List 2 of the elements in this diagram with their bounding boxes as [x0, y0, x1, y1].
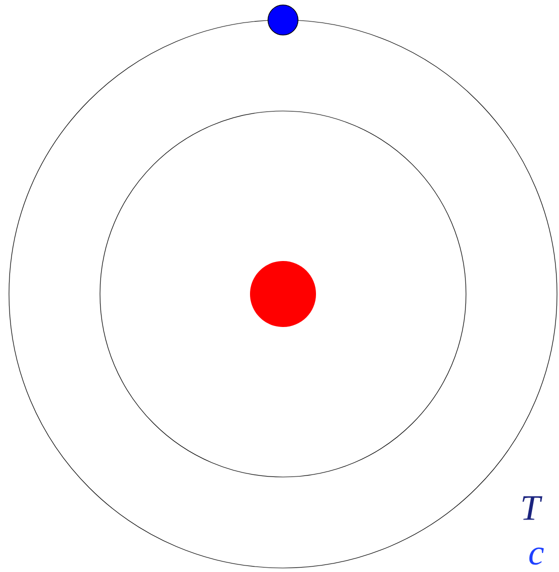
caption-text: T	[522, 496, 542, 520]
caption-text: c	[529, 548, 544, 565]
